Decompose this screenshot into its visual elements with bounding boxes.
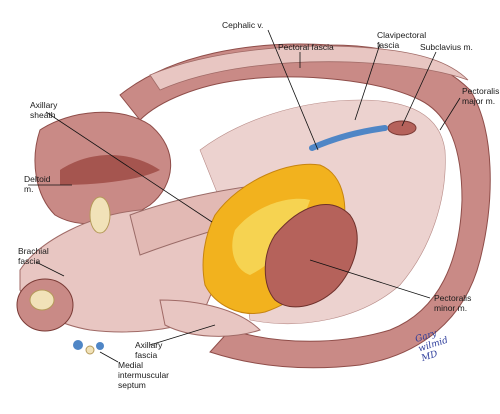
septum-vessel-2 bbox=[96, 342, 104, 350]
humerus-section bbox=[29, 289, 55, 311]
label-brachial-fascia: Brachial fascia bbox=[18, 246, 49, 266]
leader-lines bbox=[28, 29, 461, 363]
label-pectoralis-major: Pectoralis major m. bbox=[462, 86, 500, 106]
label-clavipectoral-fascia: Clavipectoral fascia bbox=[377, 30, 427, 50]
label-axillary-fascia: Axillary fascia bbox=[135, 340, 163, 360]
pectoral-fascia-sheet bbox=[149, 45, 469, 91]
deltoid-cut-edge bbox=[60, 155, 160, 185]
pectoralis-minor-muscle bbox=[264, 204, 358, 308]
septum-nerve bbox=[85, 345, 95, 355]
label-cephalic-vein: Cephalic v. bbox=[222, 20, 264, 30]
septum-vessel-1 bbox=[73, 340, 83, 350]
label-subclavius-muscle: Subclavius m. bbox=[420, 42, 473, 52]
label-medial-intermuscular-septum: Medial intermuscular septum bbox=[118, 360, 170, 390]
axillary-fascia-floor bbox=[159, 299, 261, 337]
subclavius-muscle bbox=[387, 120, 417, 136]
coracoid-process bbox=[89, 196, 111, 234]
label-pectoralis-minor: Pectoralis minor m. bbox=[434, 293, 472, 313]
label-deltoid: Deltoid m. bbox=[24, 174, 51, 194]
cephalic-vein bbox=[309, 125, 388, 151]
label-axillary-sheath: Axillary sheath bbox=[30, 100, 58, 120]
fat-highlight bbox=[232, 198, 310, 275]
label-pectoral-fascia: Pectoral fascia bbox=[278, 42, 334, 52]
